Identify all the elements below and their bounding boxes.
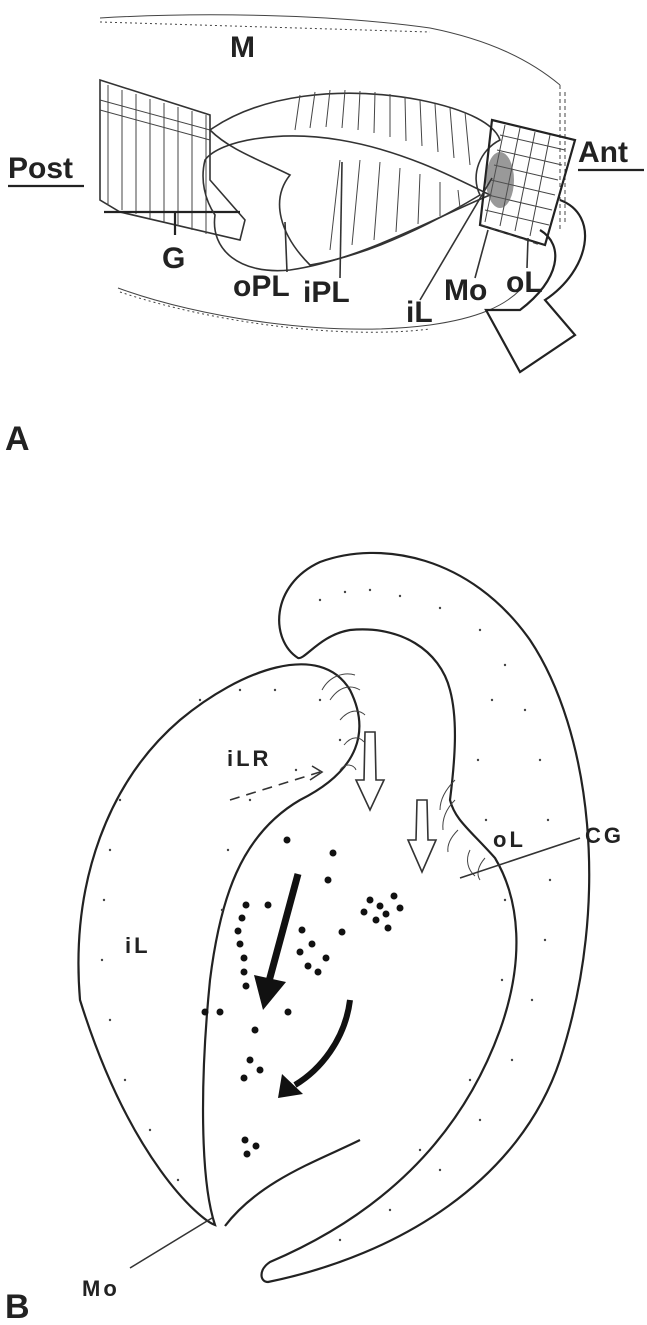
stipple bbox=[101, 589, 551, 1241]
label-iL: iL bbox=[406, 296, 433, 329]
Mo-pointer bbox=[475, 230, 488, 278]
outer-lip bbox=[262, 553, 590, 1282]
label-iLR: iLR bbox=[227, 746, 271, 771]
label-iPL: iPL bbox=[303, 276, 350, 309]
hollow-arrow-2 bbox=[408, 800, 436, 872]
label-M: M bbox=[230, 31, 255, 64]
panel-a: M Post Ant G oPL iPL iL Mo oL A bbox=[5, 15, 644, 458]
panel-letter-b: B bbox=[5, 1288, 30, 1325]
mantle-outline bbox=[100, 15, 560, 85]
palp-ridges bbox=[295, 90, 470, 250]
inner-lip bbox=[78, 664, 359, 1225]
panel-letter-a: A bbox=[5, 420, 30, 458]
lips-block bbox=[480, 120, 575, 245]
label-G: G bbox=[162, 242, 185, 275]
label-oPL: oPL bbox=[233, 270, 290, 303]
label-oL-a: oL bbox=[506, 266, 543, 299]
oPL-pointer bbox=[285, 222, 287, 272]
cilia-tufts bbox=[322, 674, 485, 880]
label-ant: Ant bbox=[578, 136, 628, 169]
hollow-arrow-1 bbox=[356, 732, 384, 810]
oL-pointer bbox=[527, 238, 528, 268]
Mo-pointer-b bbox=[130, 1218, 212, 1268]
label-Mo-b: Mo bbox=[82, 1276, 120, 1301]
label-post: Post bbox=[8, 152, 73, 185]
gill-lamellae bbox=[100, 80, 245, 240]
label-iL-b: iL bbox=[125, 933, 151, 958]
label-Mo: Mo bbox=[444, 274, 487, 307]
outer-palp bbox=[203, 136, 490, 271]
label-CG: CG bbox=[585, 823, 624, 848]
label-oL-b: oL bbox=[493, 827, 526, 852]
panel-b: iLR oL iL CG Mo B bbox=[5, 553, 624, 1325]
iPL-pointer bbox=[340, 162, 342, 278]
